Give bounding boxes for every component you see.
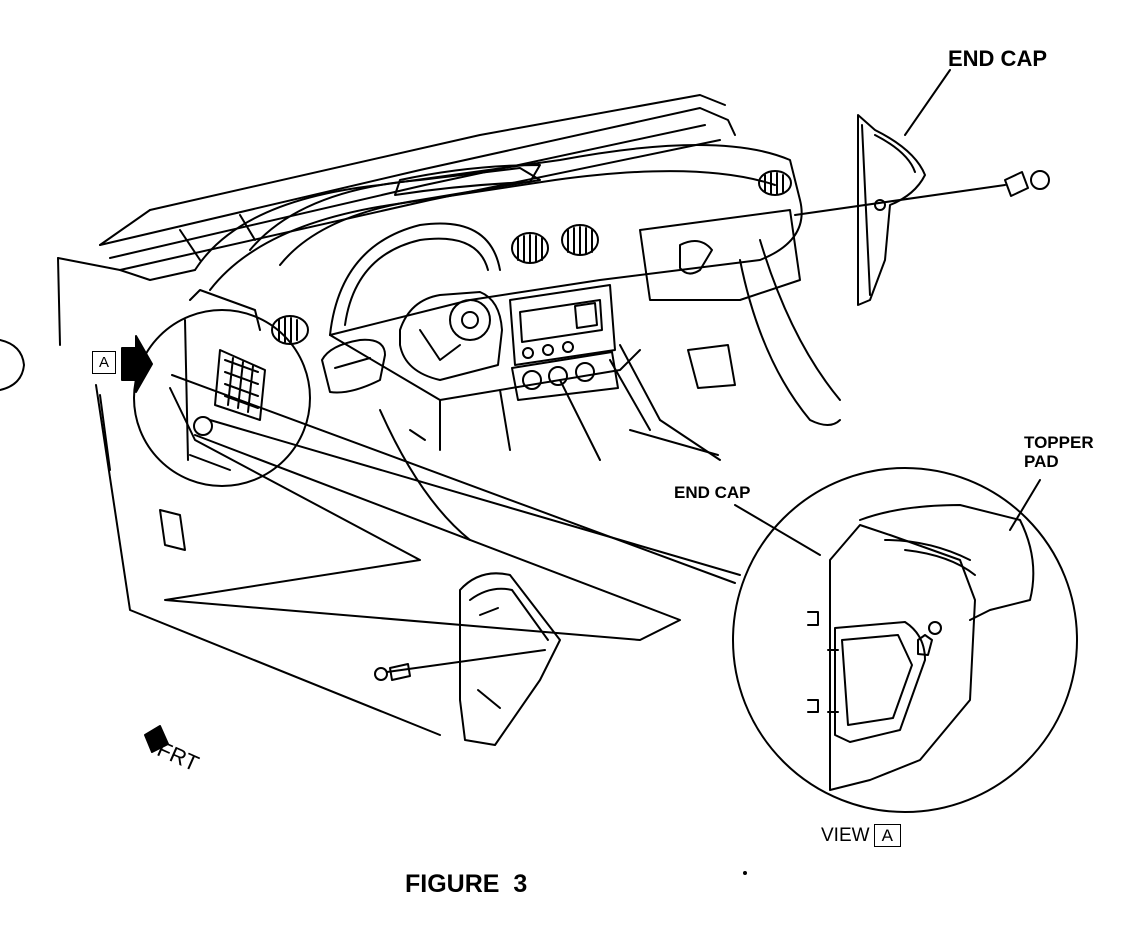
magnify-circle-small	[133, 309, 311, 487]
front-direction-arrow-icon	[144, 725, 169, 753]
view-a-label: VIEW A	[821, 824, 901, 847]
left-body-panel	[57, 257, 441, 736]
steering-column	[321, 291, 503, 394]
speck	[743, 871, 747, 875]
view-a-detail	[732, 467, 1078, 813]
callout-a-box: A	[92, 351, 117, 374]
windshield-cowl	[99, 94, 736, 271]
left-end-detail	[184, 289, 266, 471]
callout-a-letter: A	[92, 351, 117, 374]
topper-pad-label: TOPPER PAD	[1024, 434, 1094, 470]
end-cap-label-view: END CAP	[674, 483, 751, 502]
instrument-panel	[194, 144, 841, 541]
callout-arrow-icon	[121, 335, 153, 393]
upper-end-cap	[794, 69, 1050, 306]
edge-circle-fragment	[0, 339, 25, 391]
topper-pad-label-line2: PAD	[1024, 452, 1059, 471]
figure-caption: FIGURE 3	[405, 870, 528, 898]
end-cap-label-top: END CAP	[948, 46, 1048, 71]
lower-end-cap-panel	[164, 387, 681, 746]
view-leader-lines	[171, 374, 741, 584]
view-a-letter: A	[873, 824, 901, 847]
topper-pad-label-line1: TOPPER	[1024, 433, 1094, 452]
vents	[271, 170, 792, 345]
view-a-prefix: VIEW	[821, 825, 870, 846]
center-stack	[509, 284, 619, 401]
